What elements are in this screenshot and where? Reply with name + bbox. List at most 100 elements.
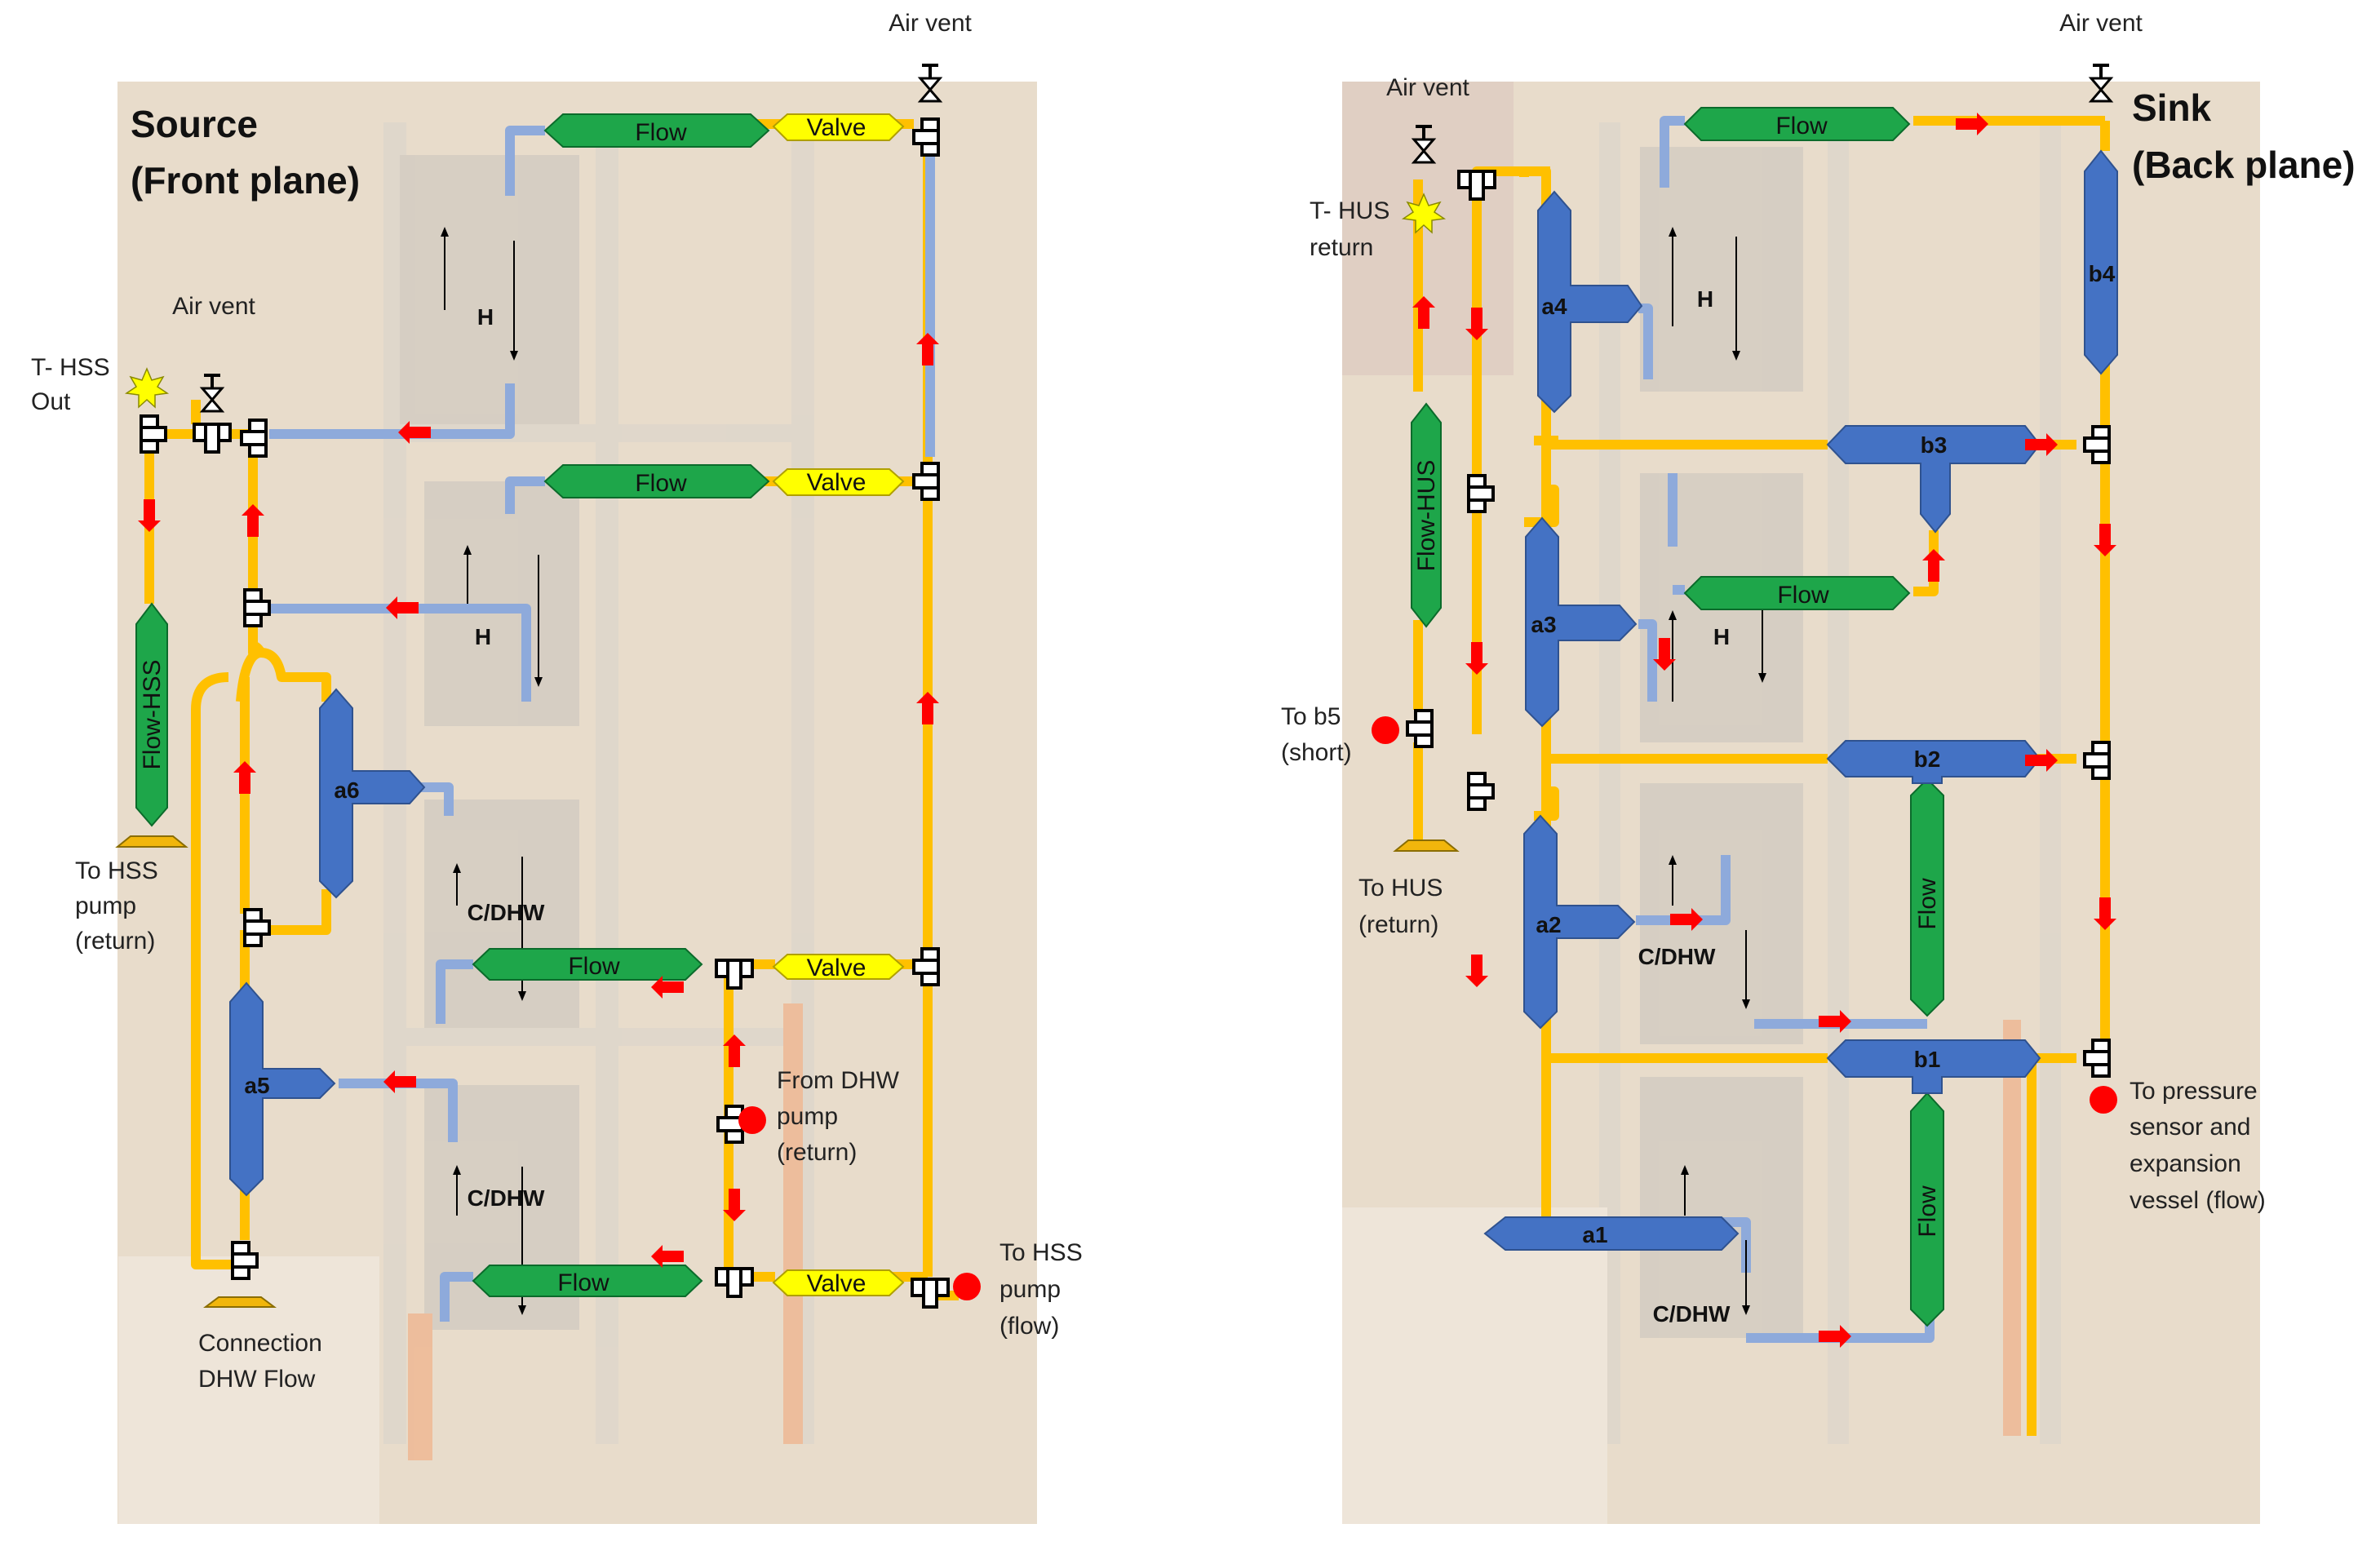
- component-a1: a1: [1483, 1216, 1740, 1251]
- sink-flow-meter-top: Flow: [1683, 107, 1911, 141]
- component-b2: b2: [1826, 740, 2041, 784]
- source-flow-meter-3: Flow: [472, 948, 703, 981]
- t-hus-label: return: [1310, 234, 1373, 261]
- svg-text:b4: b4: [2089, 261, 2116, 286]
- source-valve-top: Valve: [772, 113, 905, 141]
- source-cdhw-1: C/DHW: [453, 857, 545, 1001]
- t-hss-label: T- HSS: [31, 354, 110, 381]
- svg-text:Flow: Flow: [635, 470, 687, 497]
- sink-heat-exchanger-1: H: [1669, 227, 1740, 361]
- dhw-pump-return-label: (return): [777, 1139, 857, 1166]
- hss-pump-return-label: pump: [75, 893, 136, 919]
- dhw-pump-return-label: From DHW: [777, 1067, 900, 1094]
- component-b3: b3: [1826, 425, 2041, 534]
- svg-text:Valve: Valve: [807, 1270, 866, 1297]
- pressure-label: To pressure: [2130, 1078, 2258, 1105]
- b5-label: To b5: [1281, 703, 1341, 730]
- hss-pump-return-connector: [115, 835, 188, 848]
- hus-return-connector: [1393, 839, 1460, 852]
- component-a4: a4: [1537, 190, 1643, 414]
- cdhw-label: C/DHW: [1653, 1301, 1731, 1327]
- hus-return-label: (return): [1358, 911, 1438, 938]
- svg-text:Flow: Flow: [1777, 582, 1829, 609]
- svg-text:Flow-HUS: Flow-HUS: [1413, 460, 1440, 572]
- h-label: H: [1697, 286, 1713, 312]
- t-hus-sensor-star-icon: [1401, 193, 1447, 234]
- t-hus-label: T- HUS: [1310, 197, 1389, 224]
- sink-cdhw-1: C/DHW: [1638, 855, 1750, 1009]
- hss-pump-return-label: (return): [75, 928, 155, 955]
- svg-text:a2: a2: [1536, 912, 1561, 937]
- component-b1: b1: [1826, 1039, 2041, 1094]
- pressure-label: vessel (flow): [2130, 1187, 2266, 1214]
- hss-pump-flow-label: To HSS: [999, 1239, 1083, 1266]
- svg-text:Flow: Flow: [1914, 1185, 1941, 1238]
- sink-flow-meter-b2: Flow: [1910, 777, 1944, 1017]
- source-heat-exchanger-2: H: [463, 545, 543, 687]
- svg-text:a1: a1: [1582, 1222, 1607, 1247]
- source-flow-meter-4: Flow: [472, 1265, 703, 1297]
- b5-label: (short): [1281, 739, 1352, 766]
- h-label: H: [475, 624, 491, 649]
- source-cold-pipes: [253, 126, 935, 1322]
- svg-text:a6: a6: [334, 777, 359, 803]
- source-subtitle: (Front plane): [131, 159, 360, 202]
- dhw-connection-connector: [203, 1296, 277, 1308]
- svg-text:b2: b2: [1914, 746, 1941, 772]
- hss-pump-return-label: To HSS: [75, 857, 158, 884]
- cdhw-label: C/DHW: [468, 900, 545, 925]
- hus-return-label: To HUS: [1358, 875, 1443, 901]
- pressure-label: sensor and: [2130, 1114, 2250, 1141]
- sink-subtitle: (Back plane): [2132, 144, 2356, 186]
- component-a2: a2: [1523, 814, 1636, 1030]
- frame-structure: [1342, 82, 2061, 1524]
- dhw-pump-return-label: pump: [777, 1103, 838, 1130]
- source-valve-2: Valve: [772, 468, 905, 496]
- svg-text:Valve: Valve: [807, 114, 866, 141]
- air-vent-label: Air vent: [889, 10, 972, 37]
- component-a6: a6: [319, 688, 426, 899]
- source-valve-4: Valve: [772, 1269, 905, 1297]
- source-title: Source: [131, 103, 258, 145]
- svg-text:b1: b1: [1914, 1047, 1941, 1072]
- source-valve-3: Valve: [772, 954, 905, 981]
- svg-text:a5: a5: [244, 1073, 269, 1098]
- b5-short-dot: [1372, 716, 1399, 744]
- sink-title: Sink: [2132, 86, 2212, 129]
- hss-pump-flow-label: pump: [999, 1276, 1061, 1303]
- h-label: H: [1713, 624, 1730, 649]
- t-hss-sensor-star-icon: [124, 367, 170, 409]
- sink-flow-meter-b1: Flow: [1910, 1092, 1944, 1327]
- air-vent-label: Air vent: [172, 293, 255, 320]
- hss-pump-flow-dot: [953, 1273, 981, 1300]
- source-cdhw-2: C/DHW: [453, 1165, 545, 1315]
- air-vent-label: Air vent: [2059, 10, 2143, 37]
- svg-text:a3: a3: [1531, 612, 1556, 637]
- air-vent-label: Air vent: [1386, 74, 1469, 101]
- sink-flow-meter-mid: Flow: [1683, 576, 1911, 610]
- hss-pump-flow-label: (flow): [999, 1313, 1059, 1340]
- cdhw-label: C/DHW: [1638, 944, 1716, 969]
- svg-text:a4: a4: [1541, 294, 1567, 319]
- component-a3: a3: [1525, 516, 1638, 728]
- sink-panel: H H C/DHW C/DHW Flow Flow Flow: [1281, 10, 2356, 1524]
- component-b4: b4: [2084, 149, 2118, 375]
- flow-hss-meter: Flow-HSS: [135, 602, 168, 827]
- dhw-connection-label: DHW Flow: [198, 1366, 316, 1393]
- svg-text:Valve: Valve: [807, 469, 866, 496]
- svg-text:Flow: Flow: [1914, 878, 1941, 930]
- svg-text:Flow: Flow: [557, 1269, 609, 1296]
- sink-cdhw-2: C/DHW: [1653, 1165, 1750, 1327]
- svg-text:Flow: Flow: [568, 953, 620, 980]
- source-flow-meter-2: Flow: [543, 464, 770, 498]
- svg-text:b3: b3: [1921, 432, 1948, 458]
- source-heat-exchanger-1: H: [441, 227, 518, 361]
- sink-heat-exchanger-2: H: [1669, 604, 1766, 702]
- dhw-pump-return-dot: [738, 1106, 766, 1134]
- svg-text:Valve: Valve: [807, 955, 866, 981]
- svg-text:Flow-HSS: Flow-HSS: [139, 659, 166, 769]
- svg-text:Flow: Flow: [1775, 113, 1828, 140]
- svg-text:Flow: Flow: [635, 119, 687, 146]
- dhw-connection-label: Connection: [198, 1330, 322, 1357]
